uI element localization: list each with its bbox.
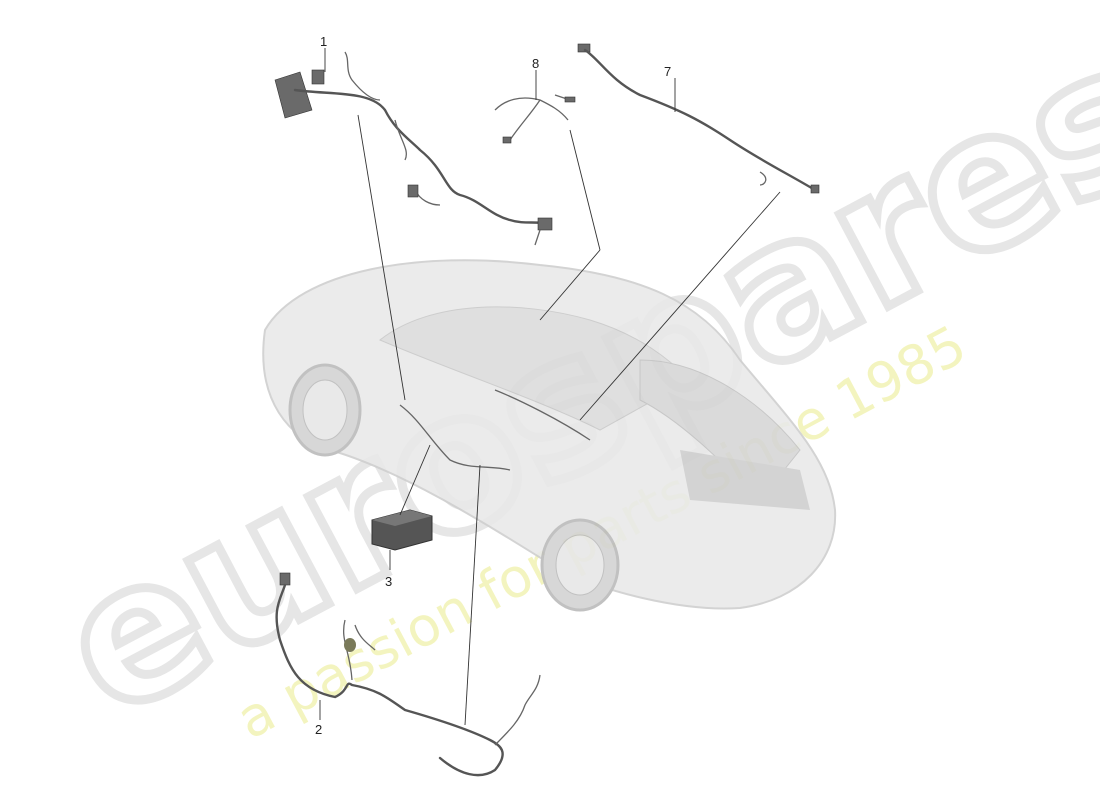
callout-8: 8 [532,56,539,71]
callout-2: 2 [315,722,322,737]
wiring-harness-rear[interactable] [577,43,820,194]
wiring-harness-roof[interactable] [494,94,576,144]
control-unit[interactable] [371,509,433,551]
wiring-harness-door[interactable] [275,572,541,777]
car-illustration [262,259,837,612]
installed-harness [399,389,591,471]
leader-lines [319,48,781,726]
callout-1: 1 [320,34,327,49]
wiring-harness-front[interactable] [274,51,553,246]
callout-7: 7 [664,64,671,79]
callout-3: 3 [385,574,392,589]
